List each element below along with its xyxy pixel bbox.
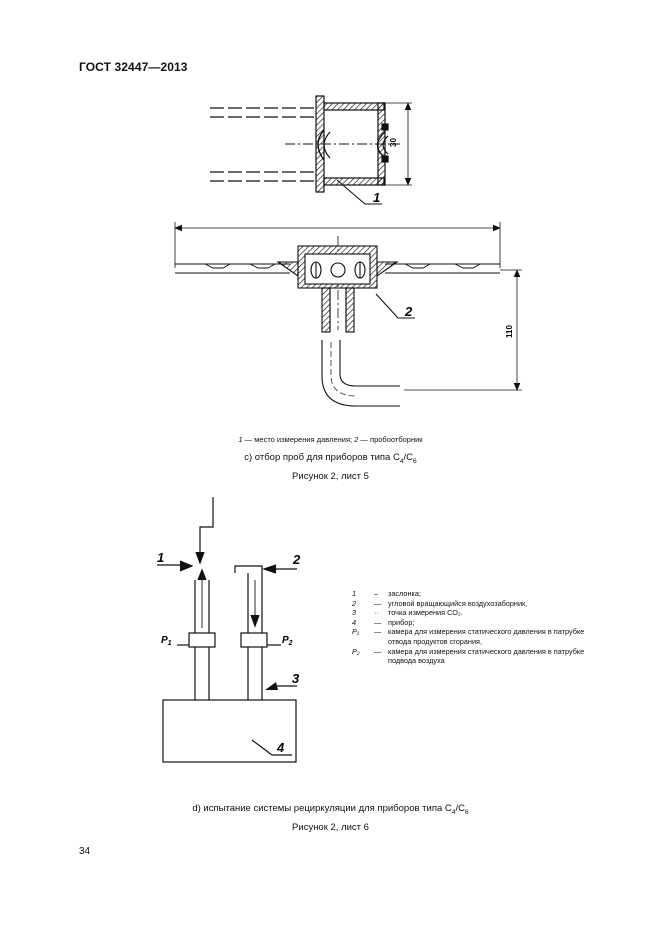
figure-d-sheet: Рисунок 2, лист 6: [292, 822, 369, 833]
figure-d-caption: d) испытание системы рециркуляции для пр…: [192, 803, 469, 816]
callout-1: 1: [373, 190, 380, 205]
callout-2: 2: [404, 304, 413, 319]
figure-c-sheet: Рисунок 2, лист 5: [292, 471, 369, 482]
label-p1: P1: [161, 635, 172, 647]
page-number: 34: [79, 846, 91, 857]
legend-row: P₂—камера для измерения статического дав…: [352, 646, 585, 666]
dimension-30-label: 30: [389, 138, 398, 147]
callout-d-4: 4: [276, 740, 285, 755]
legend-row: 3··точка измерения СО₂.: [352, 608, 463, 618]
detail-recirculation-test: [157, 497, 297, 763]
figure-c-caption: с) отбор проб для приборов типа С4/С6: [244, 452, 417, 465]
callout-d-2: 2: [292, 552, 301, 567]
detail-pressure-point: [210, 95, 412, 205]
legend-row: P₁—камера для измерения статического дав…: [352, 627, 585, 646]
callout-d-1: 1: [157, 550, 164, 565]
page-header-standard: ГОСТ 32447—2013: [79, 60, 188, 74]
figure-c-legend: 1 — место измерения давления; 2 — пробоо…: [238, 435, 423, 444]
callout-d-3: 3: [292, 671, 300, 686]
detail-sampler: [174, 222, 522, 407]
legend-row: 4—прибор;: [352, 617, 415, 627]
dimension-110-label: 110: [505, 325, 514, 338]
legend-row: 1–заслонка;: [352, 589, 421, 598]
figure-d-legend: 1–заслонка; 2—угловой вращающийся воздух…: [352, 589, 592, 666]
label-p2: P2: [282, 635, 293, 647]
legend-row: 2—угловой вращающийся воздухозаборник,: [352, 598, 528, 608]
